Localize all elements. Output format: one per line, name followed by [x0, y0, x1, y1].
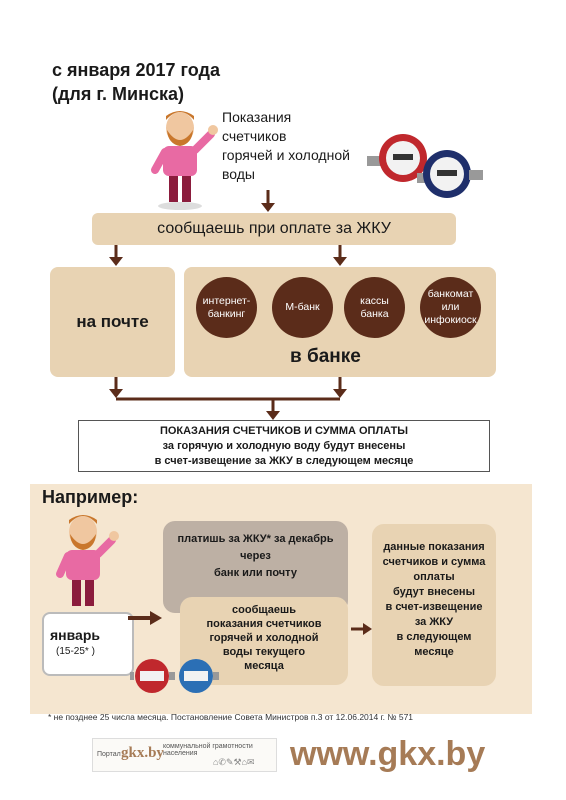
post-office-box: на почте — [50, 267, 175, 377]
branch-arrows — [109, 245, 347, 266]
bank-option-m-bank: М-банк — [272, 277, 333, 338]
portal-tagline: коммунальной грамотности населения — [163, 743, 253, 757]
option-text: банка — [360, 307, 389, 320]
report-line-4: воды текущего — [222, 646, 306, 658]
option-text: кассы — [360, 294, 389, 307]
result-box: ПОКАЗАНИЯ СЧЕТЧИКОВ И СУММА ОПЛАТЫ за го… — [78, 420, 490, 472]
man-illustration — [151, 111, 218, 210]
intro-line-3: горячей и холодной — [222, 147, 350, 163]
data-box: данные показания счетчиков и сумма оплат… — [372, 524, 496, 686]
intro-line-2: счетчиков — [222, 128, 287, 144]
data-line-5: в счет-извещение — [385, 601, 483, 613]
merge-arrows — [109, 377, 347, 420]
bank-option-internet-banking: интернет-банкинг — [196, 277, 257, 338]
report-line-5: месяца — [244, 660, 284, 672]
data-line-6: за ЖКУ — [414, 616, 454, 628]
bank-label: в банке — [290, 346, 361, 367]
arrow-right-icon — [128, 611, 162, 625]
data-line-7: в следующем — [396, 631, 472, 643]
data-line-2: счетчиков и сумма — [382, 556, 486, 568]
meter-icons — [130, 659, 219, 693]
report-bar: сообщаешь при оплате за ЖКУ — [92, 213, 456, 245]
intro-line-4: воды — [222, 166, 255, 182]
report-line-2: показания счетчиков — [206, 618, 322, 630]
option-text: М-банк — [285, 301, 320, 313]
data-line-8: месяце — [414, 646, 454, 658]
option-text: или — [441, 301, 460, 313]
portal-prefix: Портал — [97, 751, 121, 758]
month-label: январь — [50, 627, 100, 643]
arrow-down-icon — [261, 190, 275, 212]
data-line-3: оплаты — [413, 571, 455, 583]
example-title: Например: — [42, 487, 139, 507]
pay-line-1: платишь за ЖКУ* за декабрь — [177, 533, 334, 545]
calendar-icon — [42, 612, 134, 676]
site-url[interactable]: www.gkx.by — [290, 735, 486, 773]
pay-line-3: банк или почту — [214, 567, 297, 579]
portal-icons: ⌂✆✎⚒⌂✉ — [213, 757, 255, 767]
title-line-1: с января 2017 года — [52, 60, 220, 80]
result-line-3: в счет-извещение за ЖКУ в следующем меся… — [154, 455, 414, 467]
man-illustration-example — [56, 515, 119, 606]
pay-line-2: через — [240, 550, 271, 562]
water-meters-illustration — [367, 134, 483, 198]
footnote: * не позднее 25 числа месяца. Постановле… — [48, 712, 414, 722]
option-text: банкомат — [427, 288, 474, 300]
result-line-2: за горячую и холодную воду будут внесены — [162, 440, 406, 452]
portal-logo: gkx.by — [121, 745, 164, 761]
report-line-3: горячей и холодной — [209, 632, 319, 644]
option-text: интернет- — [202, 294, 251, 307]
intro-text: Показания счетчиков горячей и холодной в… — [222, 108, 350, 184]
page-title: с января 2017 года (для г. Минска) — [52, 58, 220, 106]
portal-banner[interactable]: Портал gkx.by коммунальной грамотности н… — [92, 738, 277, 772]
intro-line-1: Показания — [222, 109, 292, 125]
result-line-1: ПОКАЗАНИЯ СЧЕТЧИКОВ И СУММА ОПЛАТЫ — [159, 425, 409, 437]
report-line-1: сообщаешь — [232, 604, 296, 616]
data-line-1: данные показания — [383, 541, 485, 553]
arrow-right-small-icon — [351, 623, 372, 635]
date-range: (15-25* ) — [56, 646, 95, 657]
title-line-2: (для г. Минска) — [52, 84, 185, 104]
option-text: инфокиоск — [424, 314, 477, 326]
option-text: банкинг — [207, 307, 246, 320]
data-line-4: будут внесены — [393, 586, 475, 598]
